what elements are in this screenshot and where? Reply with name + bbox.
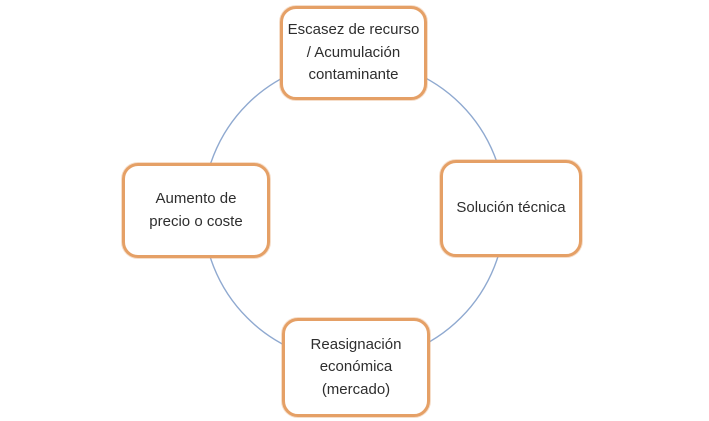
node-label: Reasignación económica (mercado) (310, 335, 402, 398)
node-aumento-de-precio: Aumento de precio o coste (122, 163, 270, 258)
node-escasez-de-recurso: Escasez de recurso / Acumulación contami… (280, 6, 427, 100)
node-solucion-tecnica: Solución técnica (440, 160, 582, 257)
node-label: Solución técnica (456, 199, 566, 217)
node-label: Aumento de precio o coste (149, 190, 243, 230)
node-reasignacion-economica: Reasignación económica (mercado) (282, 318, 430, 417)
node-label: Escasez de recurso / Acumulación contami… (287, 21, 420, 84)
